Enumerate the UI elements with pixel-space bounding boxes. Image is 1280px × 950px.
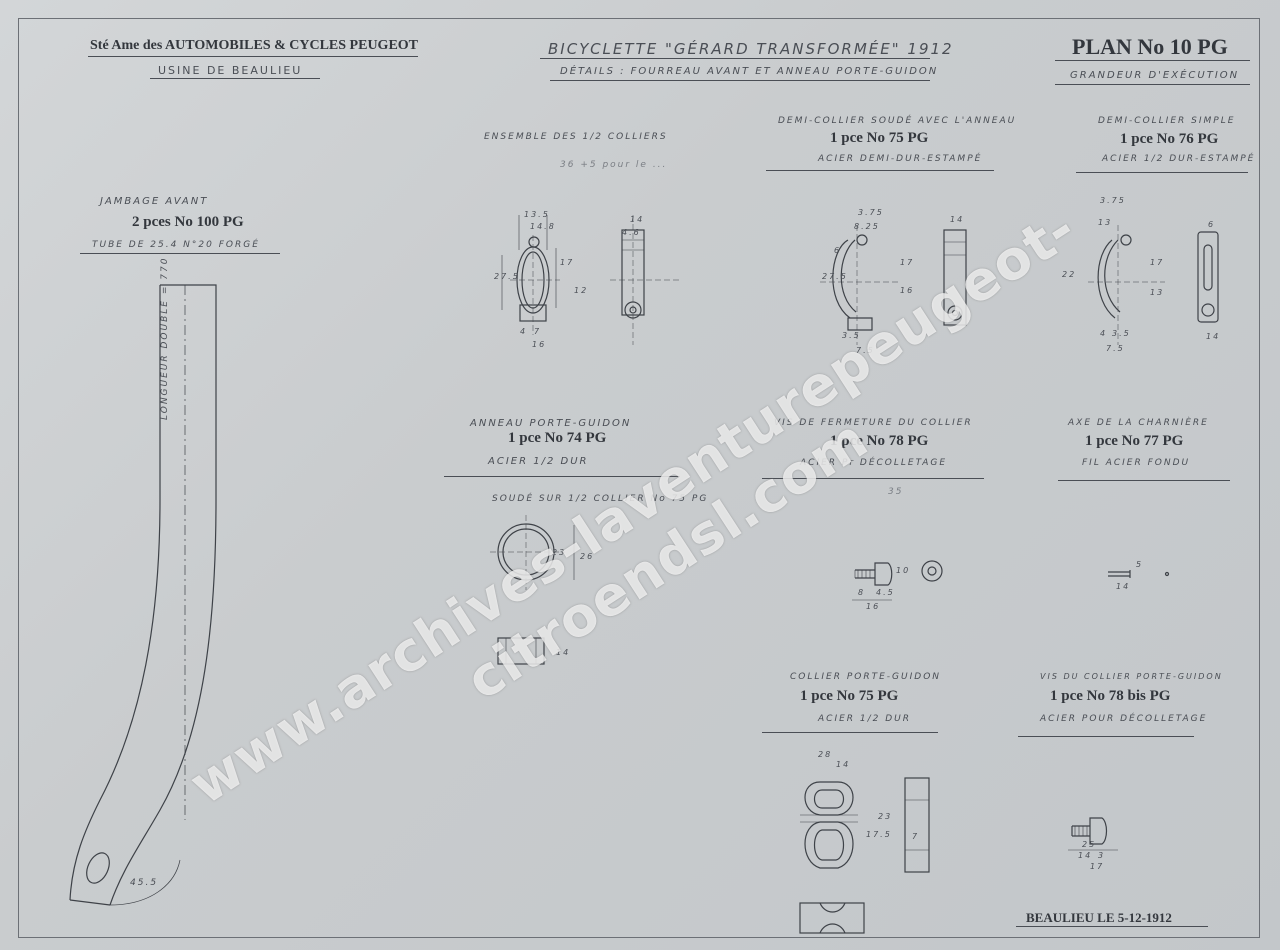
dim-label: 17 — [1150, 258, 1165, 267]
dim-label: 17 — [900, 258, 915, 267]
sheet-border — [18, 18, 1260, 938]
dim-label: 14.8 — [530, 222, 556, 231]
dim-label: 23 — [552, 548, 567, 557]
dim-label: 7 — [534, 327, 542, 336]
p75b-name: COLLIER PORTE-GUIDON — [790, 672, 942, 682]
half-collar-75-drawing — [820, 225, 967, 345]
dim-label: 3 — [1098, 851, 1106, 860]
dim-label: 14 — [1206, 332, 1221, 341]
handlebar-ring-drawing — [490, 515, 575, 665]
p76-material: ACIER 1/2 DUR-ESTAMPÉ — [1102, 154, 1256, 164]
collar-screw-drawing — [852, 560, 943, 601]
p75-material: ACIER DEMI-DUR-ESTAMPÉ — [818, 154, 983, 164]
dim-label: 25 — [1082, 840, 1097, 849]
dim-label: 4.6 — [622, 228, 641, 237]
dim-label: 5 — [1136, 560, 1144, 569]
dim-label: 23 — [878, 812, 893, 821]
jambage-material: TUBE DE 25.4 N°20 FORGÉ — [92, 240, 260, 250]
p75-name: DEMI-COLLIER SOUDÉ AVEC L'ANNEAU — [778, 116, 1017, 126]
p74-note: SOUDÉ SUR 1/2 COLLIER No 75 PG — [492, 494, 709, 504]
dim-label: 14 — [1078, 851, 1093, 860]
dim-label: 16 — [866, 602, 881, 611]
plan-number: PLAN No 10 PG — [1072, 34, 1228, 59]
dim-label: 6 — [1208, 220, 1216, 229]
dim-label: 4 — [1100, 329, 1108, 338]
dim-label: 8 — [858, 588, 866, 597]
p74-material: ACIER 1/2 DUR — [488, 456, 589, 467]
p78-note: 35 — [888, 487, 904, 497]
p75b-ref: 1 pce No 75 PG — [800, 688, 899, 704]
dim-label: 8.25 — [854, 222, 880, 231]
dim-label: 3.75 — [858, 208, 884, 217]
dim-label: 14 — [1116, 582, 1131, 591]
ensemble-note: 36 +5 pour le ... — [560, 160, 668, 170]
dim-label: 17.5 — [866, 830, 892, 839]
factory-name: USINE DE BEAULIEU — [158, 64, 303, 77]
dim-label: 16 — [900, 286, 915, 295]
ensemble-collar-drawing — [501, 215, 680, 345]
half-collar-76-drawing — [1088, 225, 1219, 345]
jambage-dim: 45.5 — [130, 878, 159, 888]
jambage-name: JAMBAGE AVANT — [100, 196, 209, 207]
drawing-subtitle: DÉTAILS : FOURREAU AVANT ET ANNEAU PORTE… — [560, 66, 939, 77]
ensemble-name: ENSEMBLE DES 1/2 COLLIERS — [484, 132, 668, 142]
p75-ref: 1 pce No 75 PG — [830, 130, 929, 146]
dim-label: 10 — [896, 566, 911, 575]
dim-label: 27.5 — [494, 272, 520, 281]
dim-label: 7.5 — [1106, 344, 1125, 353]
p76-name: DEMI-COLLIER SIMPLE — [1098, 116, 1236, 126]
dim-label: 13.5 — [524, 210, 550, 219]
p78-ref: 1 pce No 78 PG — [830, 433, 929, 449]
drawing-date: BEAULIEU LE 5-12-1912 — [1026, 910, 1172, 925]
fork-blade-drawing — [69, 284, 217, 906]
dim-label: 12 — [574, 286, 589, 295]
dim-label: 28 — [818, 750, 833, 759]
dim-label: 14 — [950, 215, 965, 224]
p77-name: AXE DE LA CHARNIÈRE — [1068, 418, 1209, 428]
dim-label: 4.5 — [876, 588, 895, 597]
p78bis-ref: 1 pce No 78 bis PG — [1050, 688, 1171, 704]
p75b-material: ACIER 1/2 DUR — [818, 714, 912, 724]
dim-label: 17 — [1090, 862, 1105, 871]
drawing-title: BICYCLETTE "GÉRARD TRANSFORMÉE" 1912 — [548, 40, 954, 58]
company-name: Sté Ame des AUTOMOBILES & CYCLES PEUGEOT — [90, 38, 419, 53]
dim-label: 7 — [912, 832, 920, 841]
dim-label: 14 — [556, 648, 571, 657]
handlebar-collar-drawing — [799, 777, 930, 934]
dim-label: 16 — [532, 340, 547, 349]
dim-label: 13 — [1098, 218, 1113, 227]
collar-screw-bis-drawing — [1068, 817, 1118, 851]
dim-label: 7.5 — [856, 346, 875, 355]
p74-name: ANNEAU PORTE-GUIDON — [470, 418, 632, 429]
hinge-axle-drawing — [1108, 570, 1170, 578]
dim-label: 14 — [836, 760, 851, 769]
dim-label: 17 — [560, 258, 575, 267]
dim-label: 3.5 — [842, 331, 861, 340]
p77-ref: 1 pce No 77 PG — [1085, 433, 1184, 449]
p77-material: FIL ACIER FONDU — [1082, 458, 1191, 468]
dim-label: 26 — [580, 552, 595, 561]
jambage-ref: 2 pces No 100 PG — [132, 214, 244, 230]
p76-ref: 1 pce No 76 PG — [1120, 131, 1219, 147]
dim-label: 4 — [520, 327, 528, 336]
scale-note: GRANDEUR D'EXÉCUTION — [1070, 70, 1240, 81]
p74-ref: 1 pce No 74 PG — [508, 430, 607, 446]
dim-label: 3.75 — [1100, 196, 1126, 205]
p78-material: ACIER Pr DÉCOLLETAGE — [800, 458, 948, 468]
dim-label: 22 — [1062, 270, 1077, 279]
p78-name: VIS DE FERMETURE DU COLLIER — [774, 418, 973, 428]
p78bis-name: VIS DU COLLIER PORTE-GUIDON — [1040, 672, 1223, 681]
dim-label: 14 — [630, 215, 645, 224]
dim-label: 13 — [1150, 288, 1165, 297]
dim-label: 27.5 — [822, 272, 848, 281]
dim-label: 3.5 — [1112, 329, 1131, 338]
p78bis-material: ACIER POUR DÉCOLLETAGE — [1040, 714, 1208, 724]
dim-label: 6 — [834, 246, 842, 255]
